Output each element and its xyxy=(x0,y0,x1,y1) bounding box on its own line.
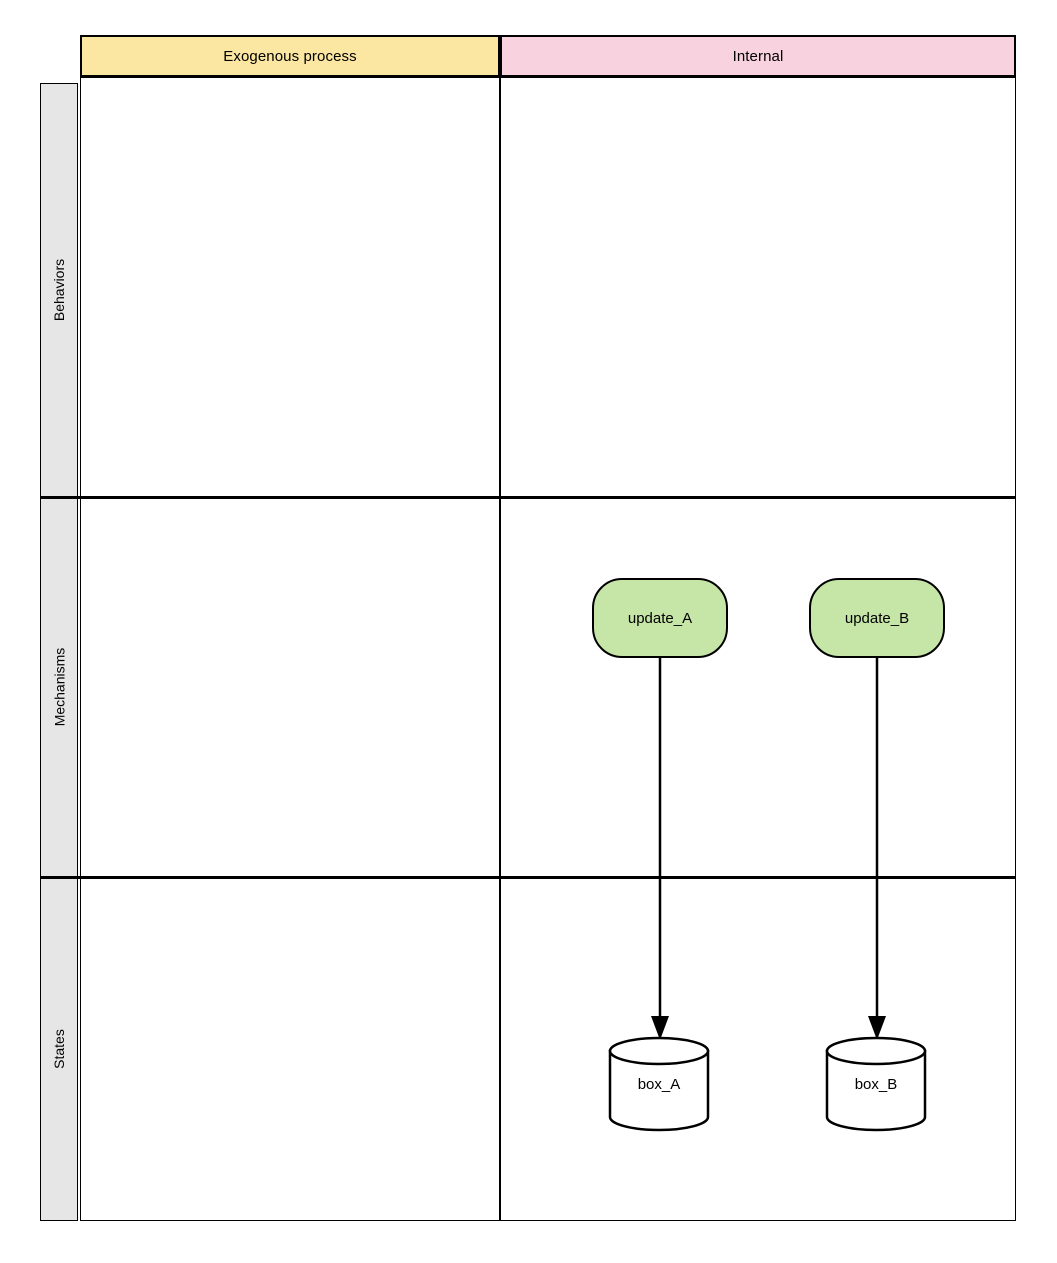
node-update-b[interactable]: update_B xyxy=(809,578,945,658)
row-label-behaviors: Behaviors xyxy=(40,83,78,497)
arrowhead-icon xyxy=(868,1016,886,1040)
row-label-text: Mechanisms xyxy=(51,647,67,727)
edge-update-b-to-box-b xyxy=(868,650,886,1040)
cell-mechanisms-exogenous xyxy=(80,497,500,877)
cylinder-icon xyxy=(825,1036,927,1132)
node-box-a[interactable]: box_A xyxy=(608,1036,710,1132)
cell-mechanisms-internal xyxy=(500,497,1016,877)
column-header-label: Internal xyxy=(732,47,784,65)
cell-behaviors-exogenous xyxy=(80,77,500,497)
node-label: update_A xyxy=(627,609,693,627)
cell-behaviors-internal xyxy=(500,77,1016,497)
arrowhead-icon xyxy=(651,1016,669,1040)
node-update-a[interactable]: update_A xyxy=(592,578,728,658)
column-header-label: Exogenous process xyxy=(223,47,357,65)
edge-update-a-to-box-a xyxy=(651,650,669,1040)
row-label-text: States xyxy=(51,1029,68,1069)
cylinder-icon xyxy=(608,1036,710,1132)
node-box-b[interactable]: box_B xyxy=(825,1036,927,1132)
row-label-states: States xyxy=(40,877,78,1221)
node-label: update_B xyxy=(844,609,910,627)
row-separator-behaviors-mechanisms xyxy=(40,496,1016,499)
row-label-mechanisms: Mechanisms xyxy=(40,497,78,877)
column-header-exogenous-process: Exogenous process xyxy=(80,35,500,77)
row-label-text: Behaviors xyxy=(51,258,68,322)
cell-states-exogenous xyxy=(80,877,500,1221)
cell-states-internal xyxy=(500,877,1016,1221)
column-header-internal: Internal xyxy=(500,35,1016,77)
row-separator-mechanisms-states xyxy=(40,876,1016,879)
